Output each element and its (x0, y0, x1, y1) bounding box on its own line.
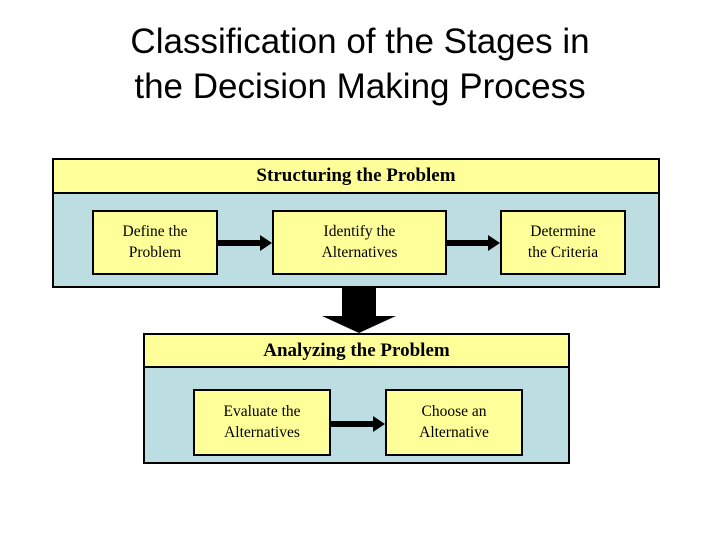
section-body-structuring: Define the Problem Identify the Alternat… (54, 194, 658, 286)
section-structuring-the-problem: Structuring the Problem Define the Probl… (52, 158, 660, 288)
section-analyzing-the-problem: Analyzing the Problem Evaluate the Alter… (143, 333, 570, 464)
section-body-analyzing: Evaluate the Alternatives Choose an Alte… (145, 368, 568, 462)
arrow-down-icon-structuring-to-analyzing (322, 288, 396, 333)
step-box-define-the-problem[interactable]: Define the Problem (92, 210, 218, 275)
step-box-evaluate-the-alternatives[interactable]: Evaluate the Alternatives (193, 389, 331, 456)
step-box-determine-the-criteria[interactable]: Determine the Criteria (500, 210, 626, 275)
arrow-head (488, 235, 500, 251)
arrow-shaft (218, 240, 260, 246)
page-title: Classification of the Stages in the Deci… (130, 22, 590, 106)
section-header-structuring: Structuring the Problem (54, 160, 658, 194)
arrow-shaft (447, 240, 488, 246)
arrow-shaft (331, 421, 373, 427)
step-box-choose-an-alternative[interactable]: Choose an Alternative (385, 389, 523, 456)
section-header-analyzing: Analyzing the Problem (145, 335, 568, 368)
step-box-identify-the-alternatives[interactable]: Identify the Alternatives (272, 210, 447, 275)
arrow-head (260, 235, 272, 251)
arrow-head (373, 416, 385, 432)
block-arrow-down-shape (322, 288, 396, 333)
